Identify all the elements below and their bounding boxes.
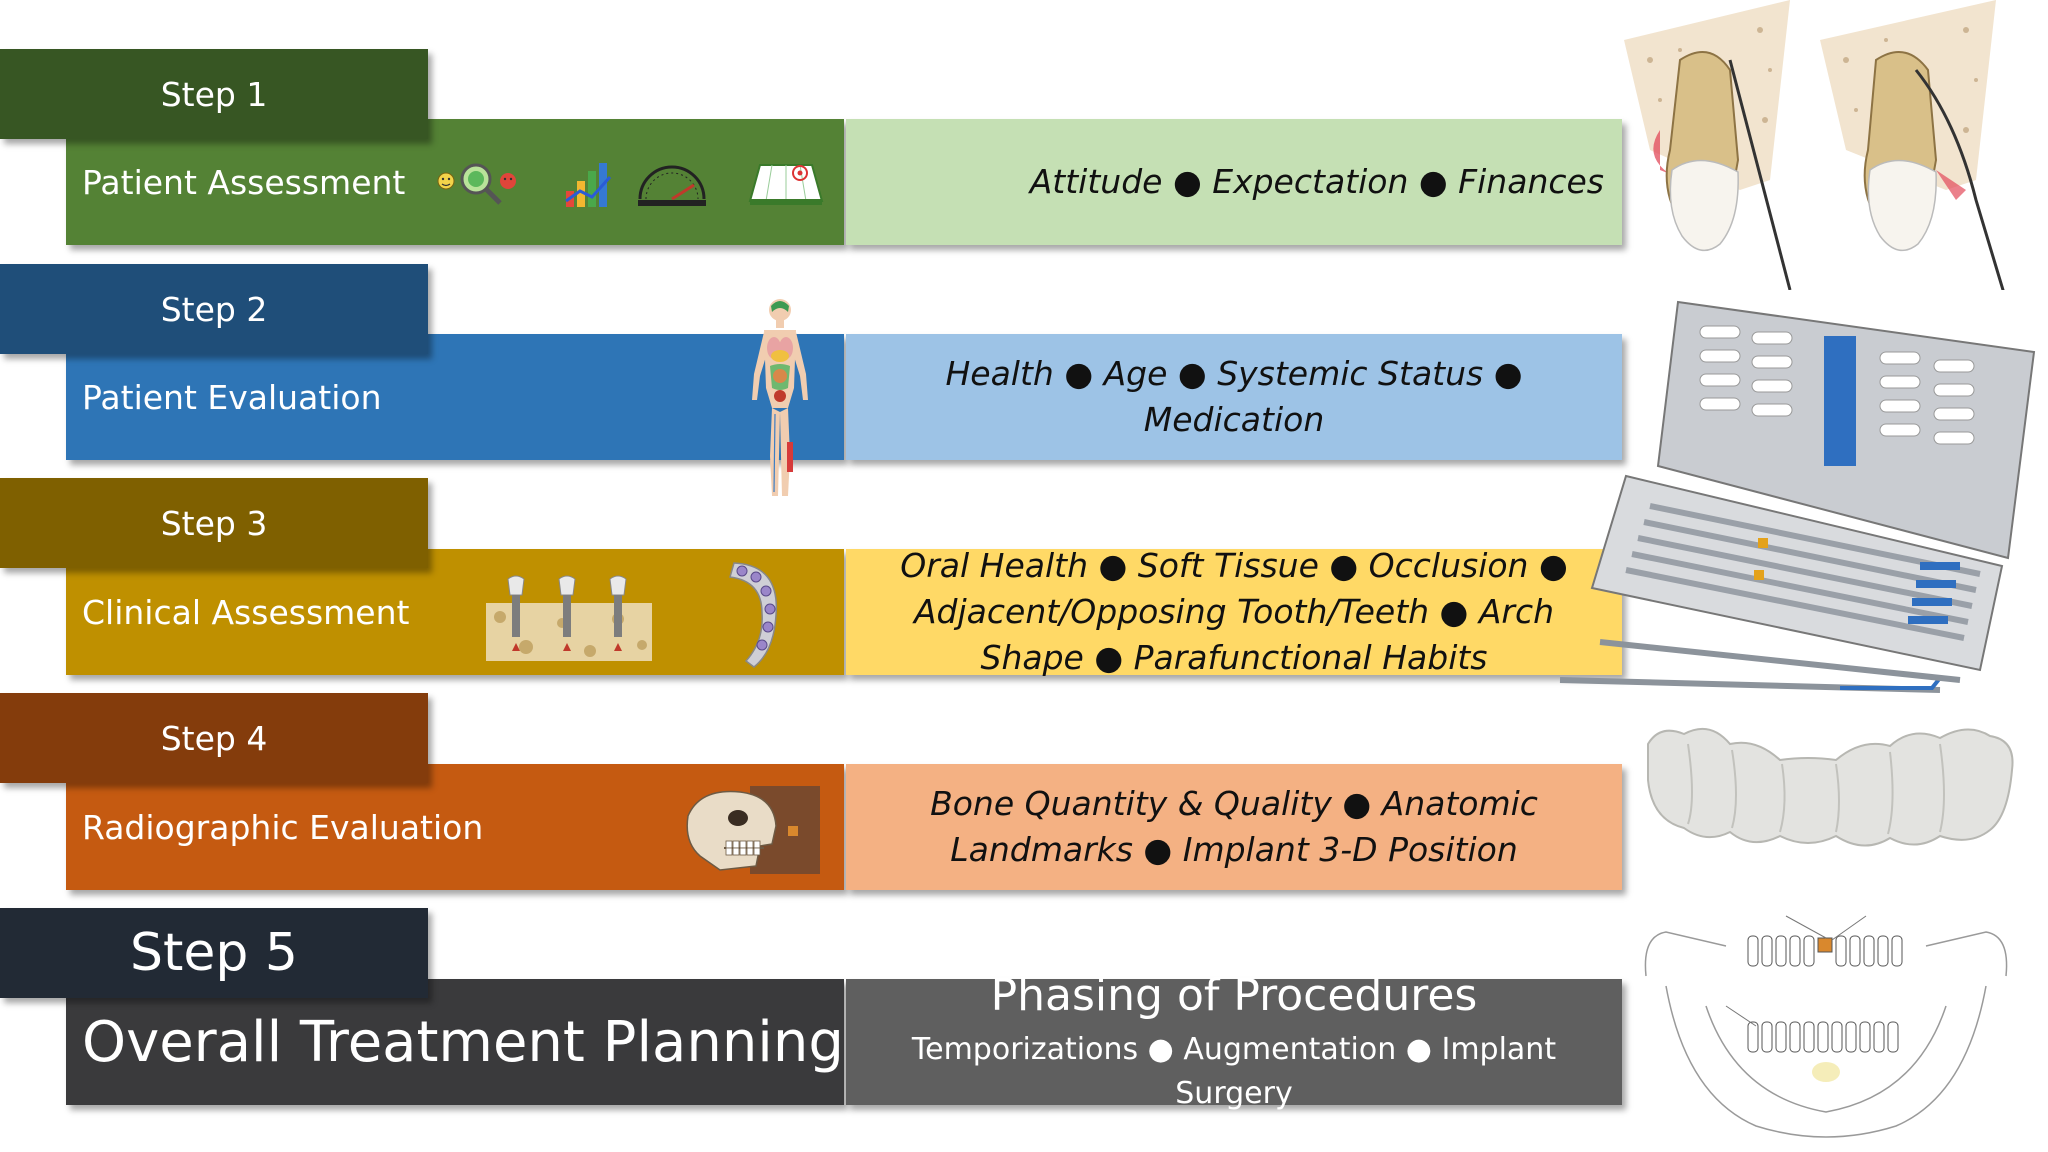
skull-radiograph-icon (686, 786, 820, 874)
implant-arch-icon (729, 562, 778, 668)
implants-in-bone-icon (486, 575, 652, 661)
step2-title: Patient Evaluation (82, 377, 382, 417)
step1-description-text: Attitude ● Expectation ● Finances (1029, 162, 1604, 201)
step4-tab: Step 4 (0, 693, 428, 783)
step4-description: Bone Quantity & Quality ● Anatomic Landm… (846, 764, 1622, 890)
step1-description: Attitude ● Expectation ● Finances (846, 119, 1622, 245)
step2-tab: Step 2 (0, 264, 428, 354)
step5-description: Phasing of Procedures Temporizations ● A… (846, 970, 1622, 1111)
step3-description-text: Oral Health ● Soft Tissue ● Occlusion ● … (900, 546, 1568, 677)
step1-band: Patient Assessment (66, 119, 844, 245)
step3-band: Clinical Assessment (66, 549, 844, 675)
step2-tab-label: Step 2 (160, 289, 268, 329)
implant-surgical-kit-image (1559, 300, 2036, 693)
step5-description-subtitle: Temporizations ● Augmentation ● Implant … (911, 1032, 1557, 1111)
step2-description-text: Health ● Age ● Systemic Status ● Medicat… (945, 354, 1523, 439)
tooth-bone-section-image (1624, 0, 2005, 290)
step4-description-text: Bone Quantity & Quality ● Anatomic Landm… (930, 784, 1538, 869)
step3-tab-label: Step 3 (160, 503, 268, 543)
step1-tab: Step 1 (0, 49, 428, 139)
step4-tab-label: Step 4 (160, 718, 268, 758)
human-anatomy-icon (752, 299, 808, 496)
jaw-diagram-image (1644, 915, 2008, 1138)
step1-tab-label: Step 1 (160, 74, 268, 114)
step3-title: Clinical Assessment (82, 592, 410, 632)
step5-tab: Step 5 (0, 908, 428, 998)
step5-title: Overall Treatment Planning (82, 1009, 844, 1075)
step4-title: Radiographic Evaluation (82, 807, 484, 847)
growth-chart-icon (565, 163, 612, 207)
step5-band: Overall Treatment Planning (66, 979, 844, 1105)
step3-description: Oral Health ● Soft Tissue ● Occlusion ● … (846, 546, 1622, 677)
reality-target-icon (748, 164, 824, 205)
step1-title: Patient Assessment (82, 162, 406, 202)
dental-bridge-image (1647, 727, 2014, 847)
step4-band: Radiographic Evaluation (66, 764, 844, 890)
expectations-gauge-icon (638, 165, 706, 206)
step5-description-title: Phasing of Procedures (990, 970, 1478, 1021)
step3-tab: Step 3 (0, 478, 428, 568)
step2-band: Patient Evaluation (66, 334, 844, 460)
face-magnifier-icon (437, 163, 516, 205)
step2-description: Health ● Age ● Systemic Status ● Medicat… (846, 334, 1622, 460)
step5-tab-label: Step 5 (129, 923, 298, 983)
